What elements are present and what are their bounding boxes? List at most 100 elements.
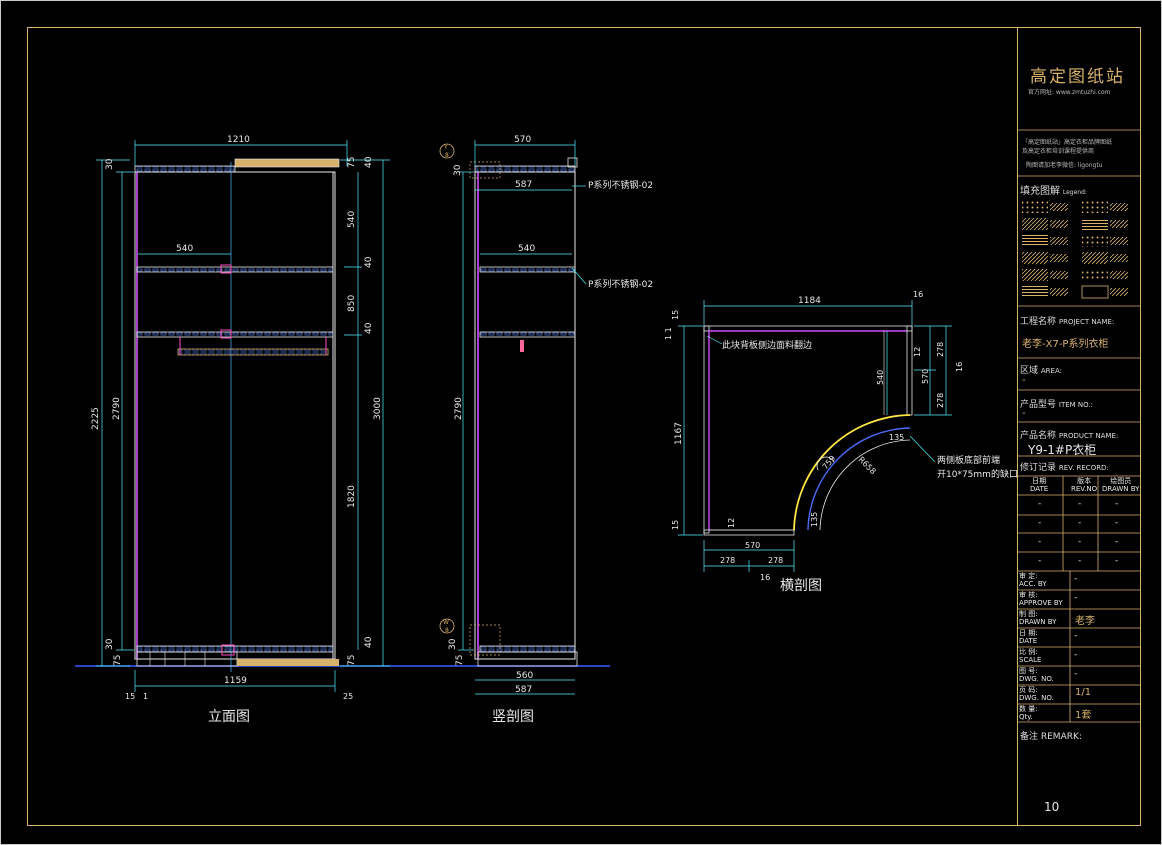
elevation-dimension-lines: [96, 140, 390, 692]
elev-dim-bot-75: 75: [113, 655, 123, 666]
elev-dim-1210: 1210: [227, 135, 250, 145]
rev-row-4-rev: -: [1078, 556, 1082, 566]
plan-note-2a: 两侧板底部前端: [937, 454, 1000, 466]
elev-dim-540-v: 540: [347, 211, 357, 228]
plan-dim-bottom-278b: 278: [768, 556, 783, 565]
date-value: -: [1074, 631, 1078, 641]
elev-dim-2225: 2225: [91, 407, 101, 430]
brand-title: 高定图纸站: [1030, 67, 1125, 87]
plan-note-1: 此块背板侧边面料翻边: [722, 339, 812, 351]
plan-dim-bot-15: 15: [671, 520, 680, 530]
scale-label: 比 例: SCALE: [1019, 648, 1042, 664]
plan-dim-12: 12: [913, 347, 922, 357]
elev-dim-mid-40b: 40: [364, 322, 374, 334]
sec-dim-top-30: 30: [453, 164, 463, 176]
page-label: 页 码: DWG. NO.: [1019, 686, 1054, 702]
plan-title: 横剖图: [780, 578, 822, 594]
section-title: 竖剖图: [492, 709, 534, 725]
section-bot-marker-num: 8: [445, 627, 449, 634]
elevation-shelf-1-tag: [220, 264, 232, 274]
elev-dim-540: 540: [176, 244, 193, 254]
rev-row-3-date: -: [1038, 537, 1042, 547]
plan-dim-1167: 1167: [674, 422, 684, 445]
elev-dim-top-40: 40: [364, 156, 374, 168]
rev-row-4-drawn: -: [1115, 556, 1119, 566]
elev-dim-3000: 3000: [373, 397, 383, 420]
plan-dim-278a: 278: [936, 342, 945, 357]
rev-header-date: 日期 DATE: [1030, 477, 1049, 493]
legend-title-cn: 填充图解: [1020, 186, 1060, 197]
sec-callout-2: P系列不锈钢-02: [588, 278, 653, 290]
elevation-top-board-right: [234, 158, 340, 168]
elev-dim-bot-30: 30: [105, 638, 115, 650]
elevation-shelf-2-tag: [220, 329, 232, 339]
plan-dim-16: 16: [913, 290, 923, 299]
elev-dim-1: 1: [143, 692, 148, 701]
sec-dim-587b: 587: [515, 685, 532, 695]
plan-dim-278b: 278: [936, 393, 945, 408]
dwg-value: -: [1074, 669, 1078, 679]
acc-value: -: [1074, 574, 1078, 584]
plan-dim-b12: 12: [727, 518, 736, 528]
product-value: Y9-1#P衣柜: [1028, 443, 1097, 457]
legend-title-en: Legend:: [1062, 189, 1087, 196]
section-plinth: [477, 651, 578, 667]
elevation-top-board: [134, 165, 236, 173]
sec-dim-bot-75: 75: [455, 655, 465, 666]
plan-note-2b: 开10*75mm的缺口: [937, 468, 1018, 480]
elevation-outer-frame: [134, 171, 336, 660]
rev-header-rev: 版本 REV.NO: [1071, 477, 1098, 493]
elev-dim-15: 15: [125, 692, 135, 701]
date-label: 日 期: DATE: [1019, 629, 1038, 645]
sec-dim-587: 587: [515, 180, 532, 190]
section-top-marker-num: 8: [445, 152, 449, 159]
plan-bottom-side: [703, 529, 795, 536]
elev-dim-top-30: 30: [105, 158, 115, 170]
elev-dim-1159: 1159: [224, 676, 247, 686]
area-label-cn: 区域: [1020, 366, 1039, 376]
section-bot-detail-box: [469, 624, 501, 656]
rev-label: 修订记录 REV. RECORD:: [1020, 460, 1109, 473]
dwg-label: 图 号: DWG. NO.: [1019, 667, 1054, 683]
titleblock-grid: [1017, 129, 1140, 723]
elevation-plinth-right: [237, 659, 339, 666]
sec-dim-570: 570: [514, 135, 531, 145]
section-top-marker: [439, 143, 455, 159]
plan-corner-arc-outer: [793, 414, 911, 531]
project-value: 老李-X7-P系列衣柜: [1022, 339, 1109, 350]
elev-dim-2790: 2790: [112, 397, 122, 420]
elevation-shelf-2: [136, 331, 334, 338]
elev-dim-1820: 1820: [347, 485, 357, 508]
section-top-marker-text: Y: [443, 144, 448, 151]
drawn-label: 制 图: DRAWN BY: [1019, 610, 1057, 626]
elev-dim-bot-75b: 75: [347, 655, 357, 666]
elev-dim-top-75: 75: [347, 157, 357, 168]
sec-dim-2790: 2790: [454, 397, 464, 420]
rev-row-1-drawn: -: [1115, 499, 1119, 509]
product-label: 产品名称 PRODUCT NAME:: [1020, 428, 1118, 441]
plan-dim-r658: R658: [857, 455, 878, 476]
plan-small-arc: [816, 456, 835, 471]
rev-row-4-date: -: [1038, 556, 1042, 566]
rev-row-3-rev: -: [1078, 537, 1082, 547]
section-top-board: [474, 165, 576, 173]
section-top-cap: [567, 157, 578, 168]
elevation-shelf-1: [136, 266, 334, 273]
rev-row-1-date: -: [1038, 499, 1042, 509]
section-shelf-1: [479, 266, 576, 273]
qty-label: 数 量: Qty.: [1019, 705, 1038, 721]
rev-row-2-date: -: [1038, 518, 1042, 528]
sec-dim-540: 540: [518, 244, 535, 254]
sec-callout-1: P系列不锈钢-02: [588, 179, 653, 191]
sheet-number: 10: [1044, 800, 1060, 814]
section-rod-hanger: [520, 340, 524, 352]
item-label: 产品型号 ITEM NO.:: [1020, 397, 1093, 410]
plan-dim-135b: 135: [810, 512, 819, 527]
acc-label: 审 定: ACC. BY: [1019, 572, 1047, 588]
item-label-cn: 产品型号: [1020, 400, 1057, 410]
rev-label-en: REV. RECORD:: [1058, 464, 1109, 472]
section-view: Y 8 W 8 570 587 540 560 587 2790 30 30 7…: [439, 135, 653, 725]
section-bot-marker: [439, 618, 455, 634]
legend-title: 填充图解 Legend:: [1020, 182, 1087, 197]
